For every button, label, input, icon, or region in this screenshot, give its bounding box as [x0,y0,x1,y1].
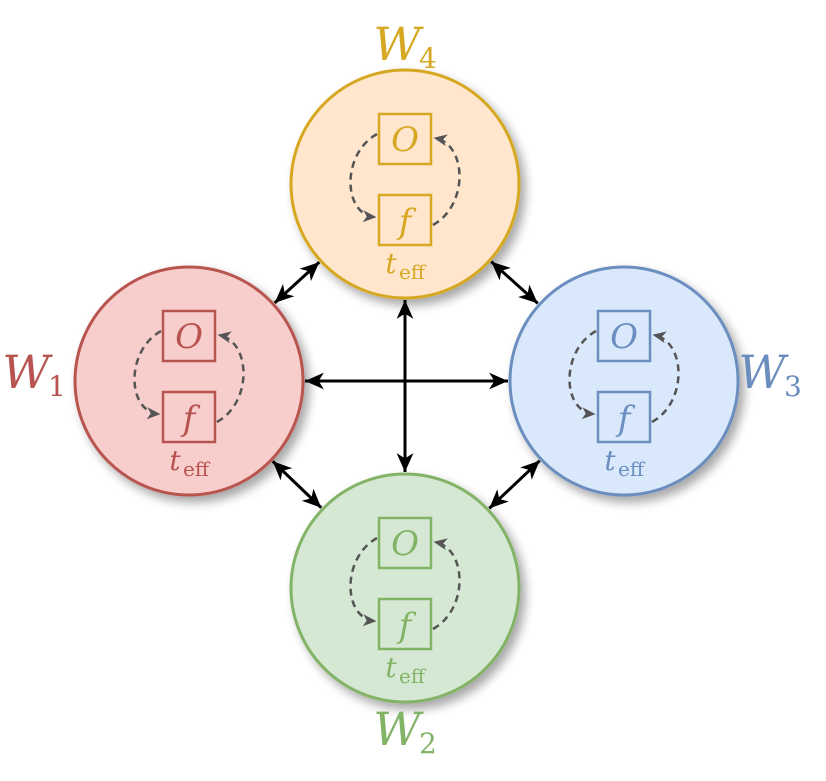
node-label-subscript: 4 [419,42,437,75]
node-circle [289,68,521,300]
time-label: t [169,444,181,477]
loop-arrow-left [133,329,162,420]
node-label-subscript: 1 [48,370,66,403]
edge-w4-w3 [490,260,539,305]
operator-label: O [391,524,419,564]
operator-box [377,516,433,570]
edges [271,260,541,510]
operator-box [596,309,652,363]
edge-w1-w4 [273,261,321,304]
loop-arrow-right [216,331,245,424]
loop-arrow-left [349,132,378,223]
node-label: W [373,702,424,756]
time-label: t [385,247,397,280]
loop-arrow-right [432,538,461,631]
function-box [377,597,433,651]
function-box [377,193,433,247]
node-label-subscript: 3 [784,370,802,403]
function-box [596,390,652,444]
loop-arrow-right [651,331,680,424]
time-label: t [385,651,397,684]
node-label-subscript: 2 [419,727,437,760]
node-label: W [738,345,789,399]
time-subscript: eff [399,260,427,284]
time-subscript: eff [183,457,211,481]
node-circle [289,472,521,704]
operator-label: O [175,317,203,357]
loop-arrow-left [568,329,597,420]
edge-w1-w2 [271,460,323,509]
node-label: W [373,17,424,71]
operator-label: O [610,317,638,357]
time-label: t [604,444,616,477]
operator-box [161,309,217,363]
edge-w2-w3 [488,459,541,510]
time-subscript: eff [399,664,427,688]
loop-arrow-right [432,134,461,227]
node-circle [508,265,740,497]
time-subscript: eff [618,457,646,481]
operator-box [377,112,433,166]
loop-arrow-left [349,536,378,627]
operator-label: O [391,120,419,160]
function-box [161,390,217,444]
node-label: W [2,345,53,399]
node-circle [73,265,305,497]
